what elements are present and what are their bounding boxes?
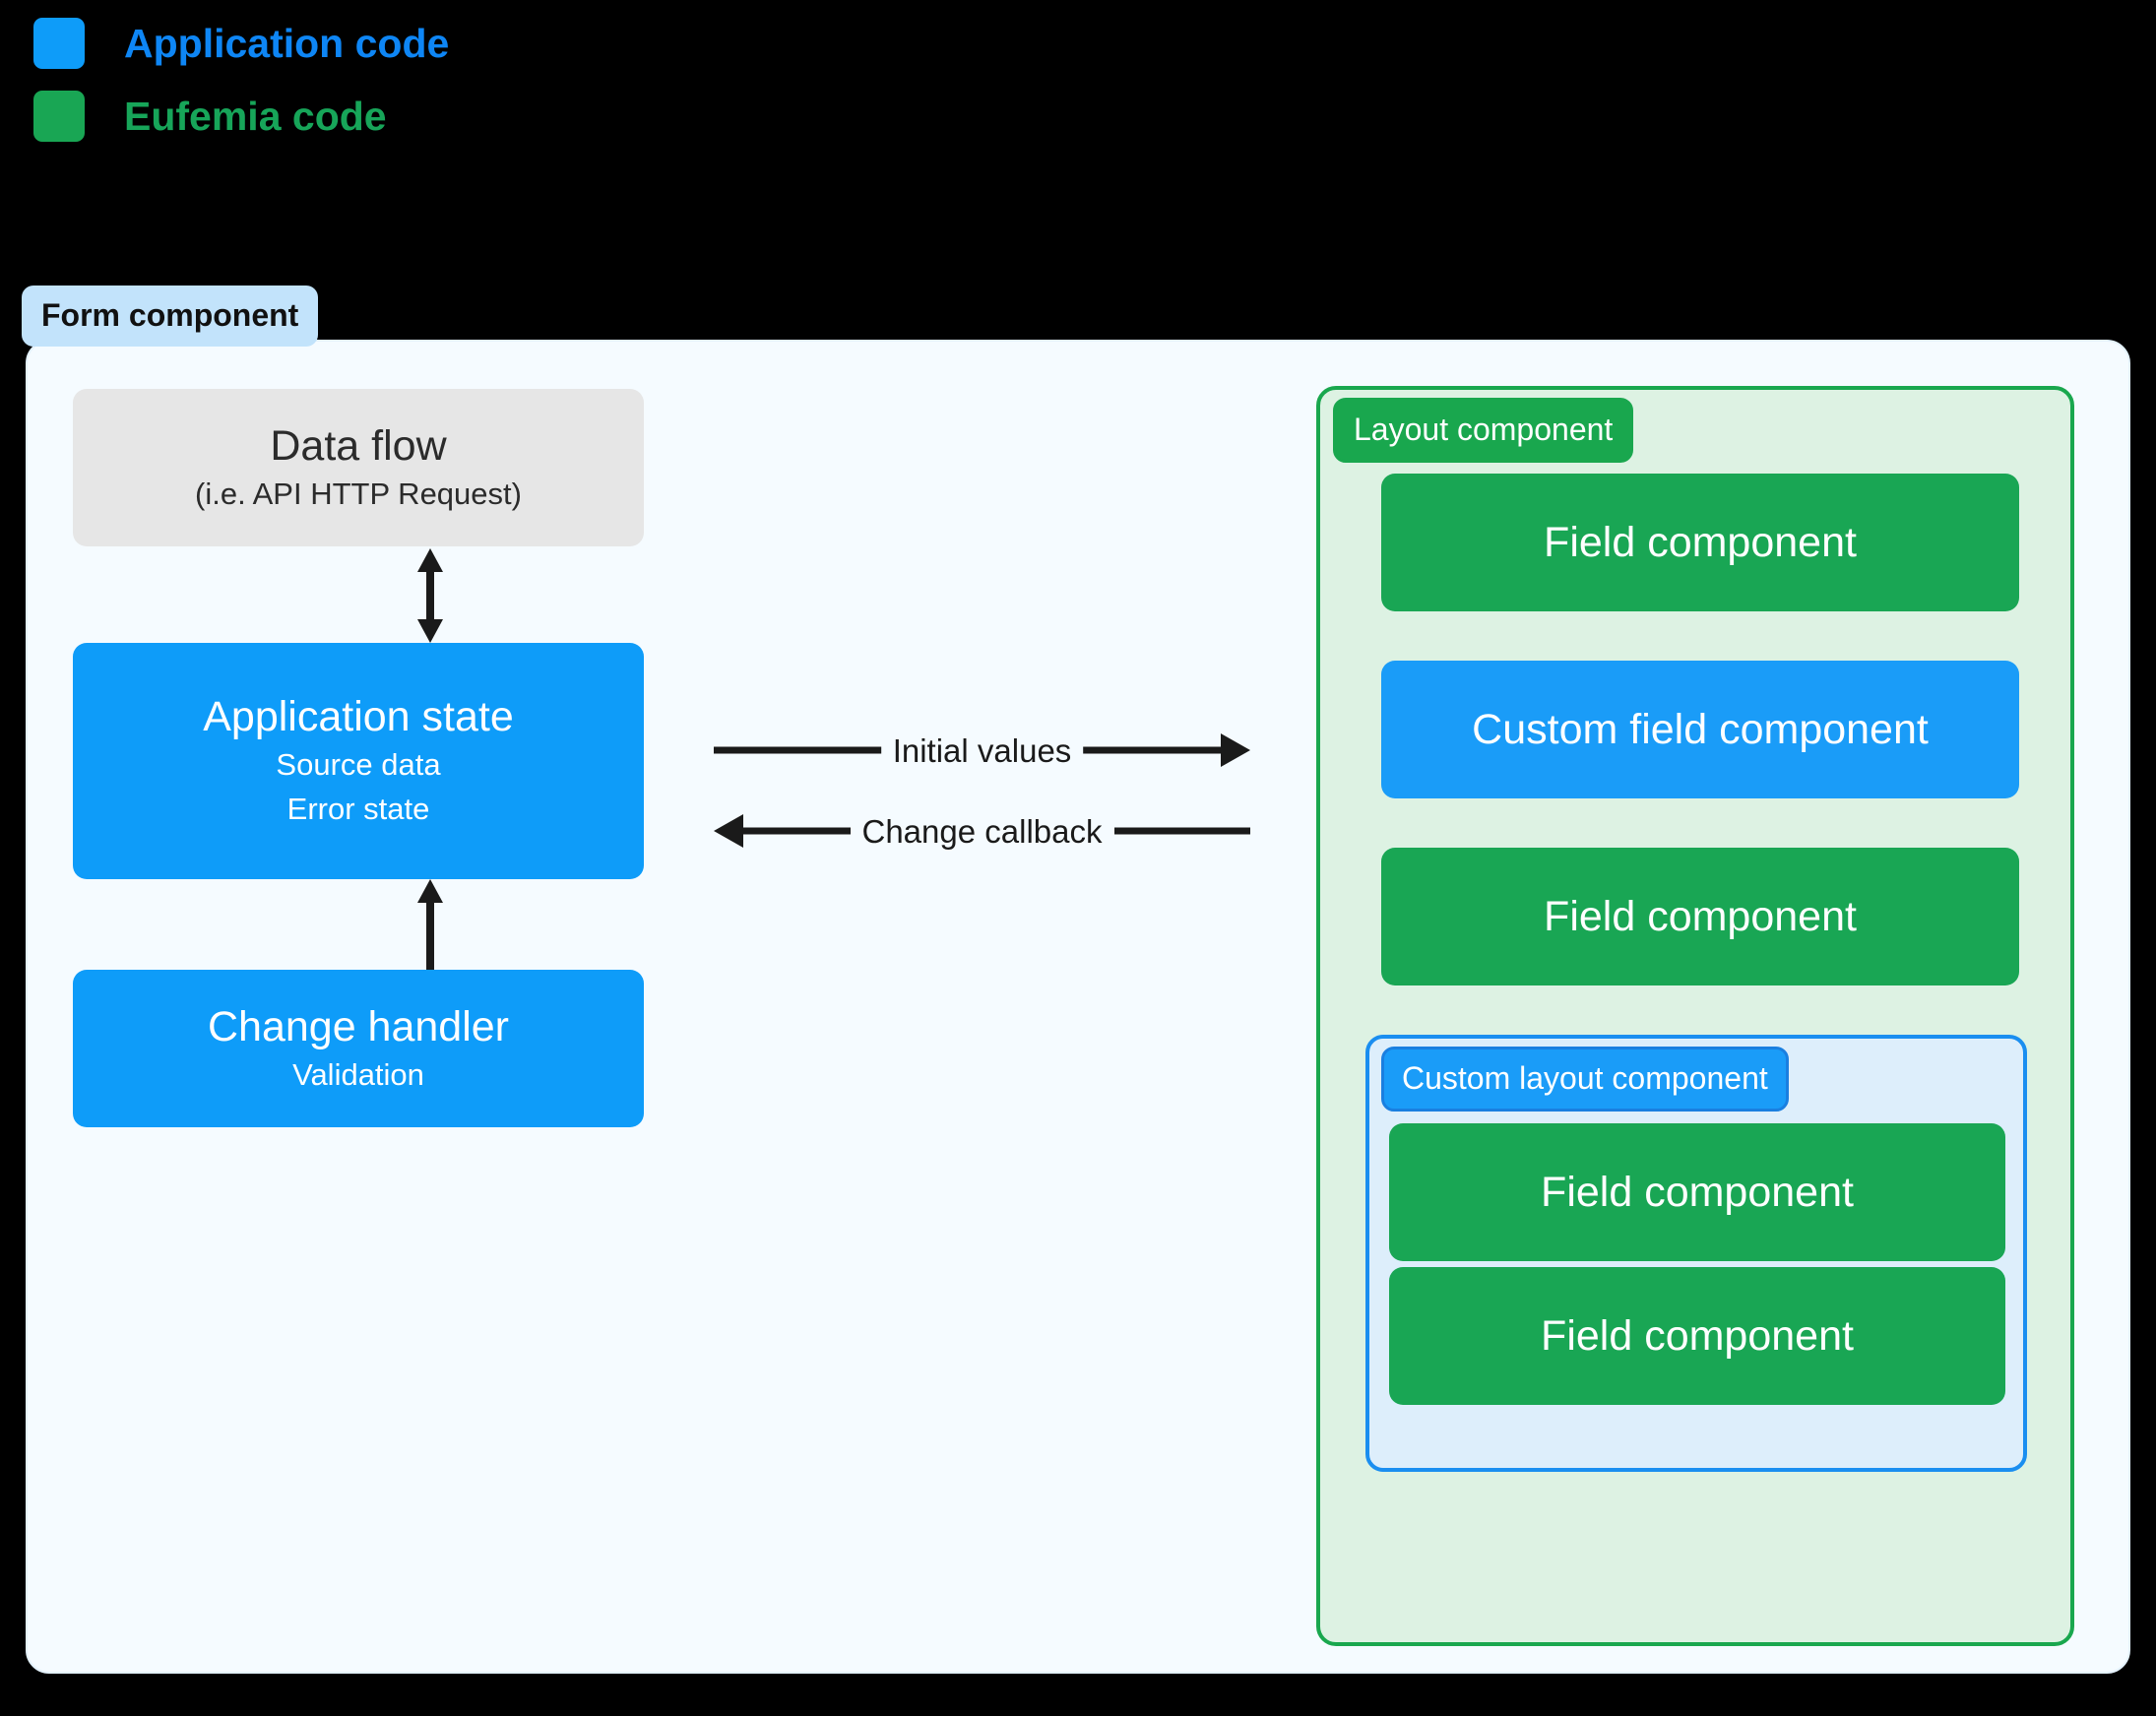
- connector-initial-values: Initial values: [714, 724, 1250, 777]
- application-state-sub-1: Source data: [276, 747, 441, 783]
- change-handler-title: Change handler: [207, 1002, 510, 1050]
- node-application-state: Application state Source data Error stat…: [73, 643, 644, 879]
- custom-field-component: Custom field component: [1381, 661, 2019, 798]
- arrow-shaft: [426, 901, 434, 970]
- arrowhead-up-icon: [417, 879, 443, 903]
- change-handler-sub-1: Validation: [292, 1056, 424, 1092]
- layout-component-container: Layout component Field component Custom …: [1316, 386, 2074, 1646]
- arrowhead-down-icon: [417, 619, 443, 643]
- field-component-2: Field component: [1381, 848, 2019, 985]
- arrowhead-right-icon: [1221, 733, 1250, 767]
- arrow-data-flow-to-application-state: [417, 548, 443, 643]
- field-component-4-label: Field component: [1541, 1311, 1854, 1360]
- legend: Application code Eufemia code: [33, 18, 449, 142]
- field-component-1: Field component: [1381, 474, 2019, 611]
- application-state-title: Application state: [203, 693, 514, 741]
- custom-layout-component-container: Custom layout component Field component …: [1365, 1035, 2027, 1472]
- legend-swatch-eufemia-code: [33, 91, 85, 142]
- field-component-3-label: Field component: [1541, 1168, 1854, 1216]
- field-component-4: Field component: [1389, 1267, 2005, 1405]
- left-column: Data flow (i.e. API HTTP Request) Applic…: [73, 389, 644, 1472]
- field-component-2-label: Field component: [1544, 892, 1857, 940]
- field-component-3: Field component: [1389, 1123, 2005, 1261]
- custom-field-component-label: Custom field component: [1472, 705, 1929, 753]
- field-component-1-label: Field component: [1544, 518, 1857, 566]
- custom-layout-component-pill-label: Custom layout component: [1381, 1047, 1789, 1112]
- legend-label-eufemia-code: Eufemia code: [124, 93, 387, 139]
- arrowhead-left-icon: [714, 814, 743, 848]
- node-change-handler: Change handler Validation: [73, 970, 644, 1127]
- arrow-shaft: [426, 566, 434, 625]
- legend-item-application-code: Application code: [33, 18, 449, 69]
- data-flow-title: Data flow: [270, 421, 447, 470]
- application-state-sub-2: Error state: [286, 792, 430, 827]
- legend-label-application-code: Application code: [124, 20, 450, 66]
- legend-swatch-application-code: [33, 18, 85, 69]
- node-data-flow: Data flow (i.e. API HTTP Request): [73, 389, 644, 546]
- legend-item-eufemia-code: Eufemia code: [33, 91, 449, 142]
- change-callback-label: Change callback: [850, 814, 1114, 848]
- form-component-container: Data flow (i.e. API HTTP Request) Applic…: [26, 340, 2130, 1674]
- form-component-pill-label: Form component: [22, 286, 319, 347]
- initial-values-label: Initial values: [880, 733, 1084, 767]
- data-flow-subtitle: (i.e. API HTTP Request): [195, 476, 522, 511]
- connector-change-callback: Change callback: [714, 804, 1250, 858]
- arrow-change-handler-to-application-state: [417, 879, 443, 970]
- layout-component-pill-label: Layout component: [1333, 398, 1634, 463]
